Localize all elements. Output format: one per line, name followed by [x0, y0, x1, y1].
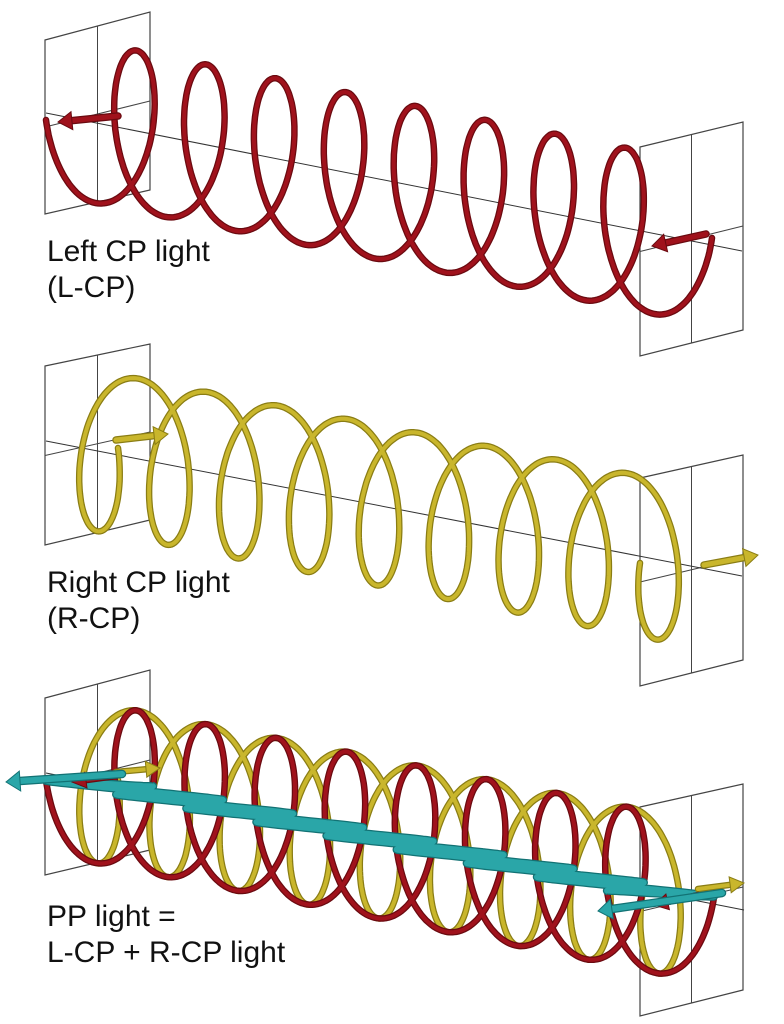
lcp-helix	[44, 48, 714, 317]
label-right-cp: Right CP light (R-CP)	[47, 565, 230, 637]
label-left-cp-line2: (L-CP)	[47, 271, 136, 304]
rcp-end-arrow-shaft	[701, 555, 747, 568]
rcp-propagation-axis	[45, 440, 743, 577]
label-left-cp-line1: Left CP light	[47, 235, 210, 268]
pp-rcp-start-arrow-head	[144, 760, 162, 779]
label-left-cp: Left CP light (L-CP)	[47, 234, 210, 306]
lcp-end-arrow-shaft	[663, 231, 709, 246]
lcp-end-arrow-head	[651, 233, 669, 253]
pp-lcp-helix	[44, 708, 716, 976]
rcp-helix	[77, 376, 681, 642]
lcp-start-arrow-head	[57, 110, 74, 131]
rcp-start-arrow-shaft	[113, 433, 157, 443]
panel-right-cp	[44, 343, 759, 687]
panel-left-cp	[42, 11, 744, 357]
pp-end-arrow-head	[597, 898, 614, 920]
pp-end-arrow-shaft	[608, 890, 725, 912]
lcp-back-frame	[639, 121, 744, 357]
pp-start-arrow-head	[5, 770, 22, 792]
panel-plane-polarized	[5, 669, 746, 1017]
pp-rcp-end-arrow-head	[728, 876, 746, 894]
pp-start-arrow-shaft	[16, 771, 125, 785]
label-right-cp-line2: (R-CP)	[47, 602, 141, 635]
label-pp-line1: PP light =	[47, 900, 176, 933]
lcp-start-arrow-shaft	[69, 113, 121, 124]
pp-linear-wave	[43, 777, 717, 900]
lcp-front-frame	[44, 11, 151, 215]
label-plane-polarized: PP light = L-CP + R-CP light	[47, 899, 285, 971]
label-pp-line2: L-CP + R-CP light	[47, 936, 286, 969]
rcp-end-arrow-head	[741, 547, 759, 568]
rcp-start-arrow-head	[152, 425, 169, 446]
pp-rcp-end-arrow-shaft	[696, 882, 733, 891]
label-right-cp-line1: Right CP light	[47, 566, 230, 599]
